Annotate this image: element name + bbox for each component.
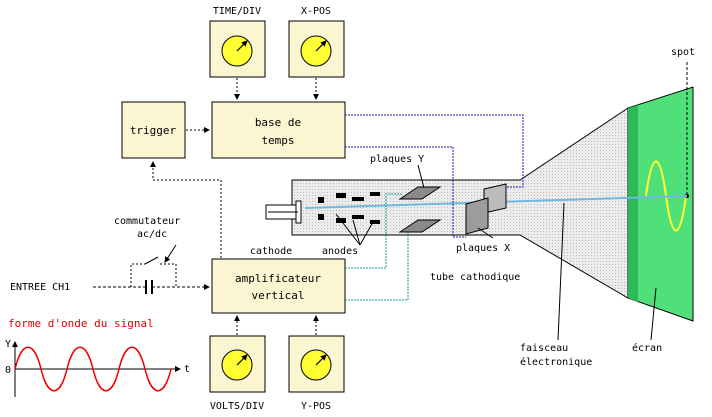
amplifier-wires — [345, 193, 409, 301]
trigger-label: trigger — [130, 124, 177, 137]
screen-shade — [628, 105, 638, 302]
volts-div-knob[interactable] — [209, 335, 266, 393]
volts-div-label: VOLTS/DIV — [210, 401, 264, 412]
cathode-label: cathode — [250, 246, 292, 257]
control-connections — [150, 78, 319, 335]
trigger-box — [121, 101, 186, 159]
spot-label: spot — [671, 47, 695, 58]
y-pos-knob[interactable] — [288, 335, 345, 393]
x-pos-knob[interactable] — [288, 20, 345, 78]
y-pos-label: Y-POS — [301, 401, 331, 412]
switch-label-1: commutateur — [114, 216, 180, 227]
leader-lines — [335, 164, 657, 341]
x-plates — [465, 183, 507, 235]
tube-label: tube cathodique — [430, 272, 520, 283]
beam-label-1: faisceau — [520, 343, 568, 354]
time-div-label: TIME/DIV — [213, 6, 261, 17]
x-plates-label: plaques X — [456, 243, 510, 254]
amplifier-label-1: amplificateur — [235, 272, 321, 285]
input-label: ENTREE CH1 — [10, 282, 70, 293]
time-base-label-1: base de — [255, 116, 301, 129]
time-base-box — [211, 101, 346, 159]
anodes-label: anodes — [322, 246, 358, 257]
vertical-amplifier-box — [211, 258, 346, 314]
waveform-title: forme d'onde du signal — [8, 317, 154, 330]
time-base-wires — [345, 114, 524, 238]
switch-label-2: ac/dc — [137, 229, 167, 240]
waveform-t-label: t — [184, 364, 190, 375]
screen-label: écran — [632, 342, 662, 354]
amplifier-label-2: vertical — [252, 289, 305, 302]
beam-label-2: électronique — [520, 356, 592, 368]
cathode — [265, 200, 302, 224]
y-plates-label: plaques Y — [370, 154, 424, 165]
waveform-y-label: Y — [5, 339, 11, 350]
waveform-origin-label: 0 — [5, 365, 11, 376]
waveform-signal — [14, 346, 172, 392]
waveform-axes — [12, 341, 181, 397]
input-circuit — [93, 244, 210, 294]
y-plates — [398, 186, 442, 233]
time-base-label-2: temps — [261, 134, 294, 147]
x-pos-label: X-POS — [301, 6, 331, 17]
time-div-knob[interactable] — [209, 20, 266, 78]
